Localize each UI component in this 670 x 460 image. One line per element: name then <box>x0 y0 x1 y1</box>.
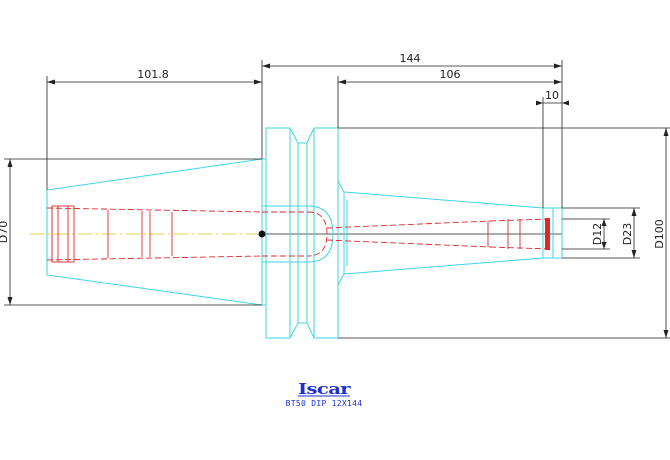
center-point-icon <box>258 230 266 238</box>
iscar-logo: Iscar <box>298 380 353 398</box>
dim-overall-length: 144 <box>400 52 421 65</box>
hidden-details <box>51 205 521 263</box>
dimension-lines <box>4 60 670 339</box>
dim-nose-length: 10 <box>545 89 559 102</box>
dim-nose-diameter: D23 <box>621 223 634 245</box>
collet-ring <box>545 218 550 250</box>
dimension-arrows <box>7 63 669 338</box>
dim-body-length: 106 <box>440 68 461 81</box>
tool-designation: BT50 DIP 12X144 <box>286 399 363 408</box>
iscar-logo-text: Iscar <box>298 380 352 398</box>
dim-flange-diameter: D100 <box>653 219 666 248</box>
holder-outline <box>46 127 563 339</box>
dim-shank-length: 101.8 <box>137 68 169 81</box>
dim-bore-diameter: D12 <box>591 223 604 245</box>
dim-shank-diameter: D70 <box>0 221 10 243</box>
